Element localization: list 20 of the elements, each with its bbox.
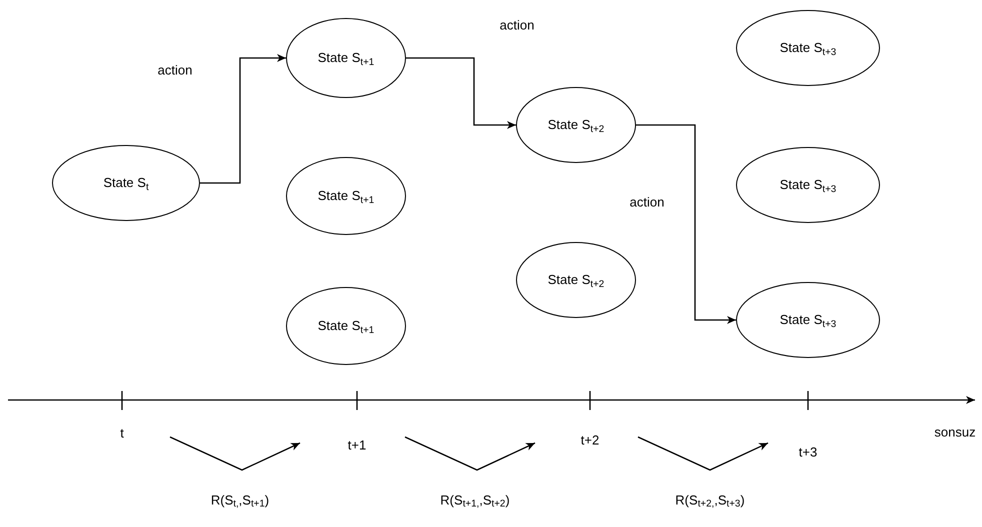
state-label: State S$_{t+2}$ bbox=[548, 271, 604, 290]
state-label: State S$_{t+2}$ bbox=[548, 116, 604, 135]
time-label: t+2 bbox=[580, 431, 600, 450]
arrow bbox=[406, 57, 516, 129]
time-label: sonsuz bbox=[934, 423, 976, 442]
time-label: t+3 bbox=[798, 443, 818, 462]
state-label: State S$_{t}$ bbox=[103, 174, 149, 193]
reward-label: R(S$_{t,}$,S$_{t+1}$) bbox=[210, 491, 270, 510]
time-label: t bbox=[120, 424, 124, 442]
reward-label: R(S$_{t+1,}$,S$_{t+2}$) bbox=[440, 491, 510, 510]
state-label: State S$_{t+1}$ bbox=[318, 49, 374, 68]
time-label: t+1 bbox=[348, 436, 366, 454]
arrow bbox=[200, 54, 286, 184]
state-label: State S$_{t+1}$ bbox=[318, 317, 374, 336]
arrow bbox=[636, 124, 736, 324]
state-label: State S$_{t+3}$ bbox=[780, 39, 836, 58]
state-label: State S$_{t+3}$ bbox=[780, 311, 836, 330]
state-label: State S$_{t+1}$ bbox=[318, 187, 374, 206]
reward-label: R(S$_{t+2,}$,S$_{t+3}$) bbox=[675, 491, 745, 510]
state-label: State S$_{t+3}$ bbox=[780, 176, 836, 195]
